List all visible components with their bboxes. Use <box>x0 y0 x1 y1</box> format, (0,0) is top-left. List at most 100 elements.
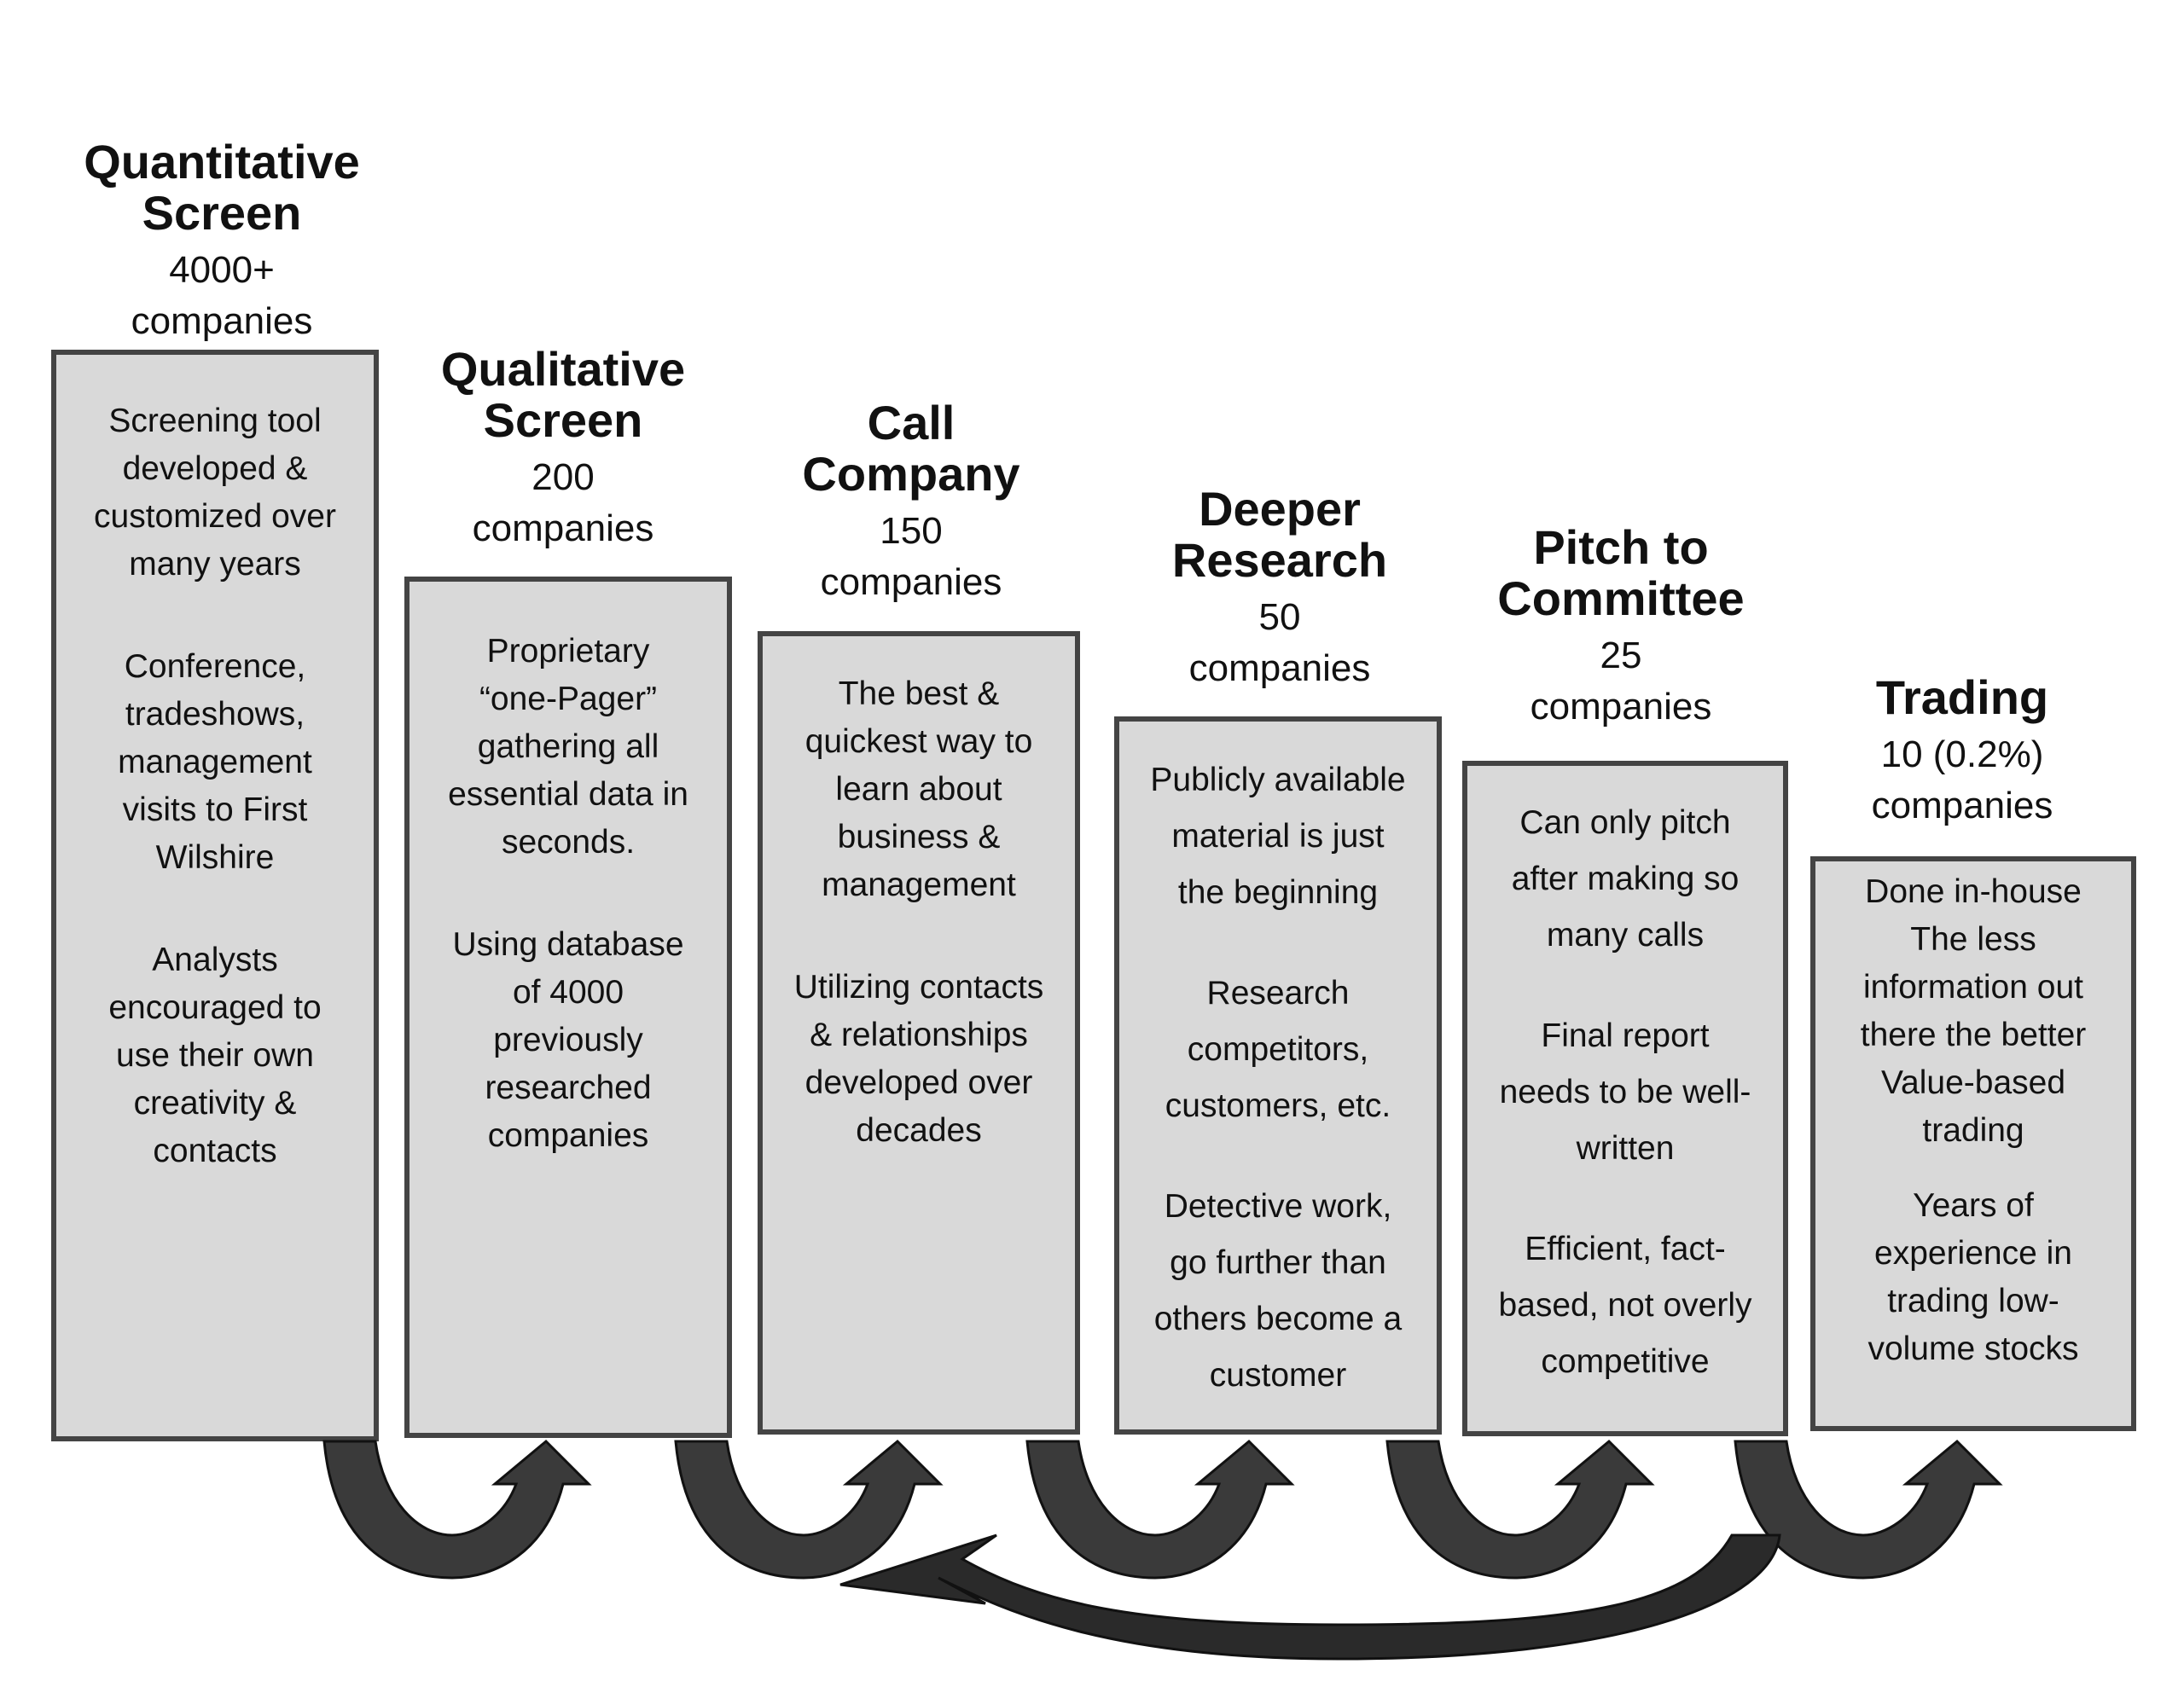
box-line: based, not overly <box>1498 1287 1752 1324</box>
stage-count-value: 25 <box>1600 635 1642 676</box>
box-line: tradeshows, <box>125 696 305 733</box>
box-line: learn about <box>835 771 1002 808</box>
box-line: companies <box>487 1117 649 1154</box>
stage-header-deeper-research: Deeper Research 50 companies <box>1109 484 1450 695</box>
stage-count-value: 200 <box>531 456 595 498</box>
stage-title-line: Call <box>867 396 956 449</box>
step-arrow-4 <box>1385 1439 1655 1580</box>
box-line: business & <box>837 819 1001 855</box>
stage-count: 150 companies <box>741 505 1082 609</box>
box-line: of 4000 <box>512 974 624 1011</box>
stage-title: Pitch to Committee <box>1450 522 1792 624</box>
step-arrow-3 <box>1025 1439 1295 1580</box>
stage-title-line: Qualitative <box>440 342 686 396</box>
stage-box-qualitative-screen: Proprietary “one-Pager” gathering all es… <box>404 577 732 1438</box>
box-line: trading low- <box>1887 1283 2059 1319</box>
stage-title: Quantitative Screen <box>51 136 392 239</box>
stage-box-quantitative-screen: Screening tool developed & customized ov… <box>51 350 379 1441</box>
stage-title-line: Screen <box>483 393 643 447</box>
stage-title-line: Company <box>802 447 1020 501</box>
box-line: Years of <box>1913 1187 2034 1224</box>
return-arrow <box>839 1533 1781 1661</box>
step-arrow-2 <box>674 1439 944 1580</box>
box-line: volume stocks <box>1867 1330 2079 1367</box>
step-arrow-1 <box>322 1439 592 1580</box>
box-line: management <box>118 744 312 780</box>
box-line: many years <box>129 546 301 583</box>
stage-count: 25 companies <box>1450 629 1792 733</box>
box-line: trading <box>1922 1112 2024 1149</box>
stage-count: 10 (0.2%) companies <box>1800 728 2124 832</box>
box-line: decades <box>856 1112 982 1149</box>
box-line: researched <box>485 1070 652 1106</box>
box-line: Analysts <box>152 942 278 978</box>
stage-count-value: 50 <box>1258 596 1301 638</box>
box-line: Final report <box>1541 1017 1710 1054</box>
box-line: needs to be well- <box>1499 1074 1751 1110</box>
box-line: others become a <box>1153 1301 1403 1337</box>
box-line: customer <box>1209 1357 1347 1394</box>
box-line: developed & <box>122 450 308 487</box>
box-line: Proprietary <box>486 633 650 670</box>
stage-title-line: Committee <box>1497 571 1745 625</box>
stage-count-unit: companies <box>1871 785 2053 826</box>
stage-header-qualitative-screen: Qualitative Screen 200 companies <box>392 344 734 555</box>
stage-box-pitch-to-committee: Can only pitch after making so many call… <box>1462 761 1788 1436</box>
box-line: customized over <box>94 498 336 535</box>
step-arrow-5 <box>1734 1439 2003 1580</box>
box-line: after making so <box>1511 861 1740 897</box>
stage-title: Trading <box>1800 672 2124 723</box>
box-line: visits to First <box>122 791 308 828</box>
box-line: competitors, <box>1187 1031 1369 1068</box>
stage-count-unit: companies <box>1530 686 1712 728</box>
stage-title-line: Pitch to <box>1533 520 1709 574</box>
stage-title: Qualitative Screen <box>392 344 734 446</box>
box-line: go further than <box>1170 1244 1386 1281</box>
stage-title-line: Screen <box>142 186 302 240</box>
stage-box-deeper-research: Publicly available material is just the … <box>1114 716 1442 1435</box>
stage-title-line: Deeper <box>1199 482 1361 536</box>
box-line: Value-based <box>1880 1064 2066 1101</box>
box-line: developed over <box>804 1064 1033 1101</box>
stage-count-unit: companies <box>472 507 654 549</box>
stage-count: 4000+ companies <box>51 244 392 348</box>
stage-count-unit: companies <box>131 300 313 342</box>
box-line: customers, etc. <box>1165 1087 1391 1124</box>
box-line: Utilizing contacts <box>793 969 1044 1006</box>
box-line: Screening tool <box>108 403 322 439</box>
box-line: many calls <box>1546 917 1705 954</box>
stage-title-line: Trading <box>1875 670 2049 724</box>
box-line: the beginning <box>1177 874 1379 911</box>
box-line: information out <box>1863 969 2083 1006</box>
box-line: Can only pitch <box>1519 804 1731 841</box>
stage-title: Call Company <box>741 397 1082 500</box>
box-line: The less <box>1910 921 2036 958</box>
box-line: Done in-house <box>1865 873 2082 910</box>
box-line: “one-Pager” <box>479 681 658 717</box>
stage-count-unit: companies <box>820 561 1002 603</box>
box-line: management <box>822 867 1016 903</box>
box-line: The best & <box>838 675 1000 712</box>
box-line: essential data in <box>448 776 688 813</box>
stage-box-trading: Done in-house The less information out t… <box>1810 856 2136 1431</box>
box-line: there the better <box>1860 1017 2087 1053</box>
box-line: encouraged to <box>108 989 322 1026</box>
stage-count-value: 4000+ <box>169 249 275 291</box>
box-line: seconds. <box>501 824 636 861</box>
box-line: gathering all <box>477 728 659 765</box>
box-line: contacts <box>153 1133 277 1169</box>
stage-title-line: Research <box>1171 533 1388 587</box>
stage-count-value: 10 (0.2%) <box>1880 733 2044 775</box>
box-line: & relationships <box>810 1017 1028 1053</box>
stage-header-quantitative-screen: Quantitative Screen 4000+ companies <box>51 136 392 348</box>
box-line: Conference, <box>124 648 306 685</box>
box-line: experience in <box>1874 1235 2072 1272</box>
stage-count: 50 companies <box>1109 591 1450 695</box>
stage-title-line: Quantitative <box>84 135 360 188</box>
box-line: previously <box>493 1022 643 1058</box>
stage-title: Deeper Research <box>1109 484 1450 586</box>
box-line: quickest way to <box>804 723 1033 760</box>
box-line: Efficient, fact- <box>1525 1231 1726 1267</box>
